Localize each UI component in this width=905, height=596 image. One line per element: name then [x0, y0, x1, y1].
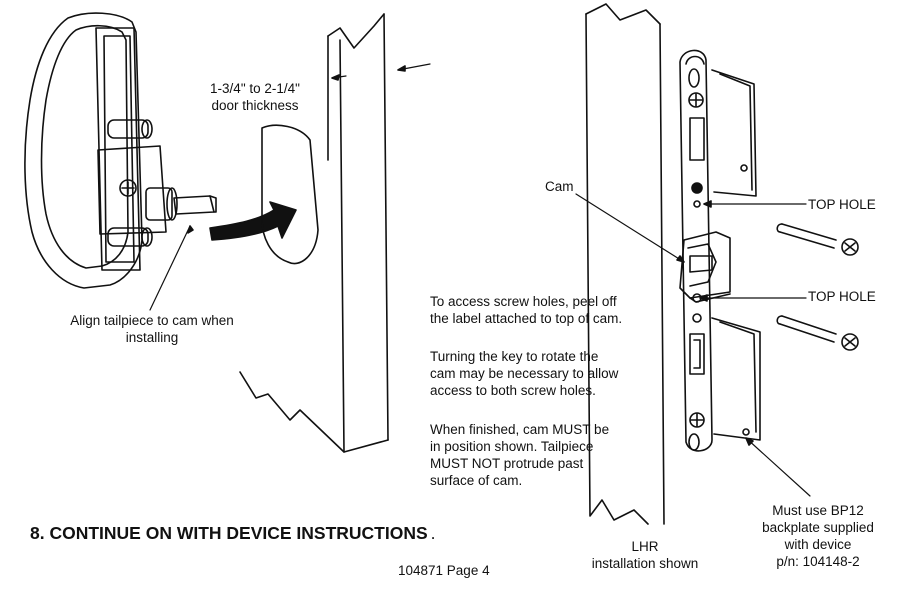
- finish-line-3: MUST NOT protrude past: [430, 456, 584, 471]
- lhr-note: LHR installation shown: [580, 538, 710, 572]
- step-heading: 8. CONTINUE ON WITH DEVICE INSTRUCTIONS.: [30, 523, 436, 544]
- page-number: 104871 Page 4: [398, 563, 490, 578]
- access-note: To access screw holes, peel off the labe…: [430, 293, 622, 327]
- finish-line-2: in position shown. Tailpiece: [430, 439, 594, 454]
- step-heading-text: 8. CONTINUE ON WITH DEVICE INSTRUCTIONS: [30, 523, 428, 543]
- backplate-note: Must use BP12 backplate supplied with de…: [748, 502, 888, 570]
- cam-icon: [679, 231, 731, 303]
- turn-line-1: Turning the key to rotate the: [430, 349, 599, 364]
- bp-line-4: p/n: 104148-2: [776, 554, 860, 569]
- cam-label: Cam: [545, 179, 574, 194]
- align-line-2: installing: [125, 330, 179, 345]
- door-frame-icon: [585, 3, 665, 525]
- step-heading-period: .: [430, 523, 436, 543]
- door-thickness-label: 1-3/4" to 2-1/4" door thickness: [205, 80, 305, 114]
- access-line-1: To access screw holes, peel off: [430, 294, 617, 309]
- finish-line-4: surface of cam.: [430, 473, 523, 488]
- screw-lower-icon: [776, 315, 859, 351]
- screw-upper-icon: [776, 223, 859, 256]
- align-line-1: Align tailpiece to cam when: [70, 313, 234, 328]
- bp-line-1: Must use BP12: [772, 503, 864, 518]
- insert-arrow-icon: [209, 201, 297, 241]
- turn-line-3: access to both screw holes.: [430, 383, 596, 398]
- door-thickness-line-1: 1-3/4" to 2-1/4": [210, 81, 300, 96]
- lock-housing-icon: [24, 12, 217, 289]
- lhr-line-1: LHR: [631, 539, 659, 554]
- align-tailpiece-note: Align tailpiece to cam when installing: [52, 312, 252, 346]
- strike-plate-icon: [679, 49, 761, 452]
- top-hole-label-upper: TOP HOLE: [808, 197, 876, 212]
- turn-key-note: Turning the key to rotate the cam may be…: [430, 348, 618, 399]
- finish-line-1: When finished, cam MUST be: [430, 422, 610, 437]
- door-edge-icon: [239, 13, 431, 453]
- bp-line-3: with device: [784, 537, 852, 552]
- lhr-line-2: installation shown: [591, 556, 699, 571]
- door-thickness-line-2: door thickness: [211, 98, 299, 113]
- finish-note: When finished, cam MUST be in position s…: [430, 421, 609, 489]
- turn-line-2: cam may be necessary to allow: [430, 366, 619, 381]
- top-hole-label-lower: TOP HOLE: [808, 289, 876, 304]
- access-line-2: the label attached to top of cam.: [430, 311, 623, 326]
- bp-line-2: backplate supplied: [762, 520, 874, 535]
